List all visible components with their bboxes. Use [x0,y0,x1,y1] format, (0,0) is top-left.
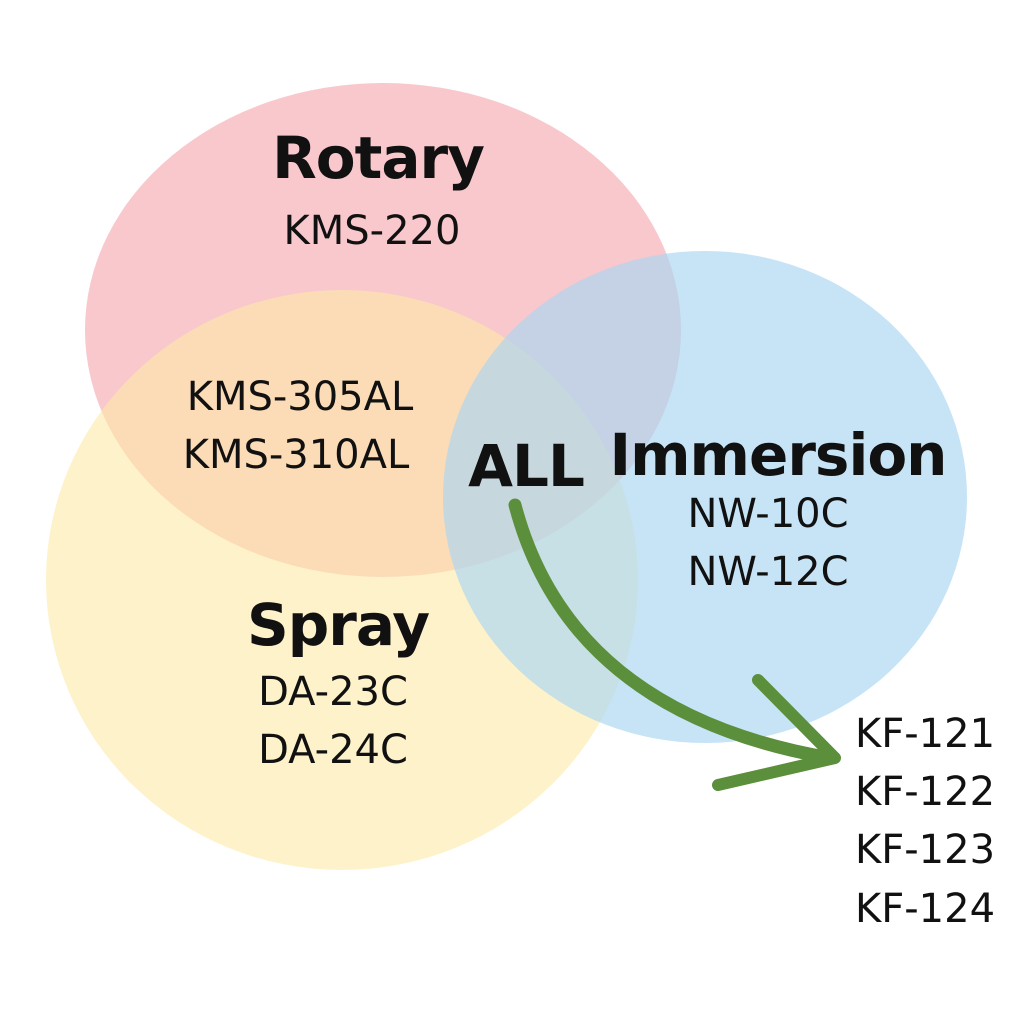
arrow-icon [508,498,837,765]
all-model: KF-121 [855,711,995,757]
spray-model: DA-23C [258,669,408,715]
all-model: KF-123 [855,827,995,873]
rotary-spray-model: KMS-310AL [183,432,410,478]
rotary-title: Rotary [272,124,484,192]
all-model: KF-124 [855,886,995,932]
immersion-model: NW-12C [687,549,848,595]
spray-model: DA-24C [258,727,408,773]
rotary-model: KMS-220 [284,208,461,254]
all-model: KF-122 [855,769,995,815]
all-label: ALL [468,432,584,500]
arrowhead-icon [712,674,841,791]
spray-title: Spray [247,591,429,659]
immersion-title: Immersion [610,421,947,489]
rotary-spray-model: KMS-305AL [187,374,414,420]
immersion-model: NW-10C [687,491,848,537]
